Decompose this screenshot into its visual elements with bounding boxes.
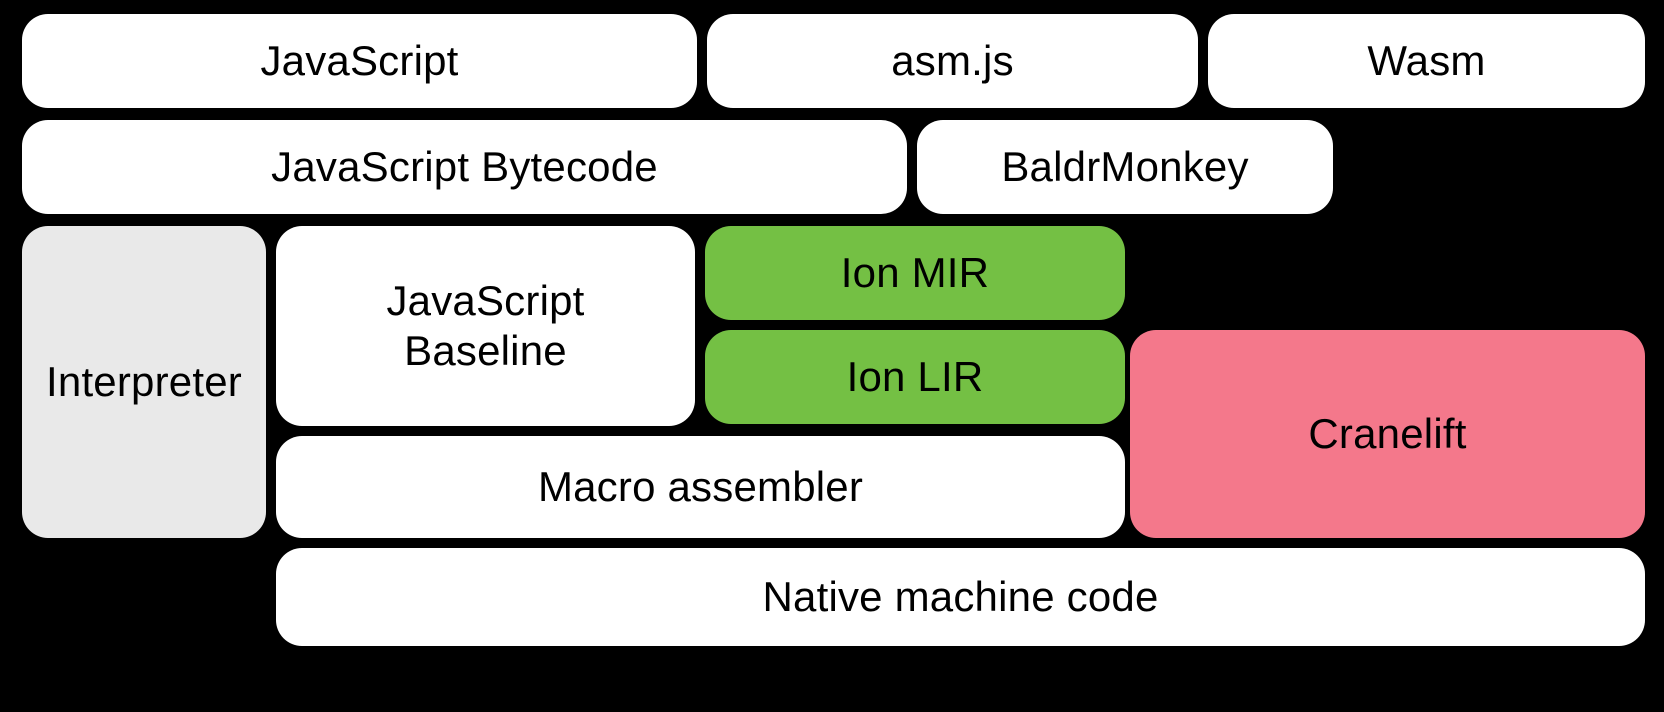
node-macro-assembler[interactable]: Macro assembler: [276, 436, 1125, 538]
node-javascript-bytecode[interactable]: JavaScript Bytecode: [22, 120, 907, 214]
node-ion-lir[interactable]: Ion LIR: [705, 330, 1125, 424]
node-interpreter[interactable]: Interpreter: [22, 226, 266, 538]
node-javascript[interactable]: JavaScript: [22, 14, 697, 108]
node-cranelift[interactable]: Cranelift: [1130, 330, 1645, 538]
node-baldrmonkey[interactable]: BaldrMonkey: [917, 120, 1333, 214]
node-native-machine-code[interactable]: Native machine code: [276, 548, 1645, 646]
node-javascript-baseline[interactable]: JavaScript Baseline: [276, 226, 695, 426]
node-asm-js[interactable]: asm.js: [707, 14, 1198, 108]
node-ion-mir[interactable]: Ion MIR: [705, 226, 1125, 320]
node-wasm[interactable]: Wasm: [1208, 14, 1645, 108]
